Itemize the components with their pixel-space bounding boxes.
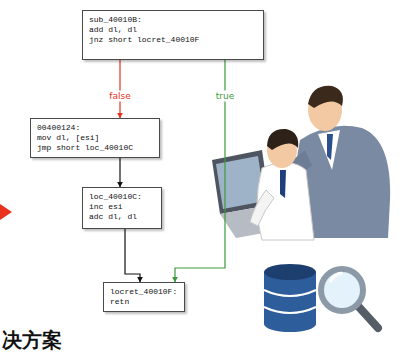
- instruction-line: mov dl, [esi]: [37, 133, 99, 143]
- flow-arrow: [119, 158, 120, 187]
- block-label: 00400124:: [37, 123, 80, 133]
- seated-man-hair: [267, 129, 298, 150]
- heading-fragment: 决方案: [2, 328, 62, 352]
- block-label: sub_40010B:: [89, 15, 142, 25]
- man-shirt: [318, 130, 340, 170]
- magnifier-lens: [321, 269, 363, 311]
- magnifier-handle: [358, 306, 378, 328]
- code-block: locret_40010F:retn: [103, 282, 185, 312]
- man-tie: [327, 134, 333, 160]
- pointer-arrow: [0, 204, 12, 220]
- db-ring: [264, 307, 316, 313]
- code-block: sub_40010B:add dl, dljnz short locret_40…: [82, 10, 264, 60]
- edge-label: true: [214, 91, 236, 102]
- instruction-line: jmp short loc_40010C: [37, 143, 133, 153]
- block-label: loc_40010C:: [89, 192, 142, 202]
- instruction-line: adc dl, dl: [89, 212, 137, 222]
- code-block: loc_40010C:inc esiadc dl, dl: [82, 187, 162, 229]
- instruction-line: inc esi: [89, 202, 123, 212]
- magnifier-icon: [321, 269, 378, 328]
- seated-man-tie: [280, 170, 286, 198]
- flow-arrow: [119, 60, 120, 118]
- block-label: locret_40010F:: [110, 287, 177, 297]
- db-top: [264, 264, 316, 280]
- lens-glint: [330, 273, 342, 282]
- db-bottom: [264, 316, 316, 332]
- instruction-line: retn: [110, 297, 129, 307]
- edge-label: false: [107, 91, 132, 102]
- code-block: 00400124:mov dl, [esi]jmp short loc_4001…: [30, 118, 160, 158]
- instruction-line: add dl, dl: [89, 25, 137, 35]
- instruction-line: jnz short locret_40010F: [89, 35, 199, 45]
- db-ring: [264, 290, 316, 296]
- man-hair: [308, 86, 343, 108]
- database-icon: [264, 264, 316, 332]
- flow-arrow: [125, 229, 140, 282]
- seated-man-arm: [250, 190, 274, 226]
